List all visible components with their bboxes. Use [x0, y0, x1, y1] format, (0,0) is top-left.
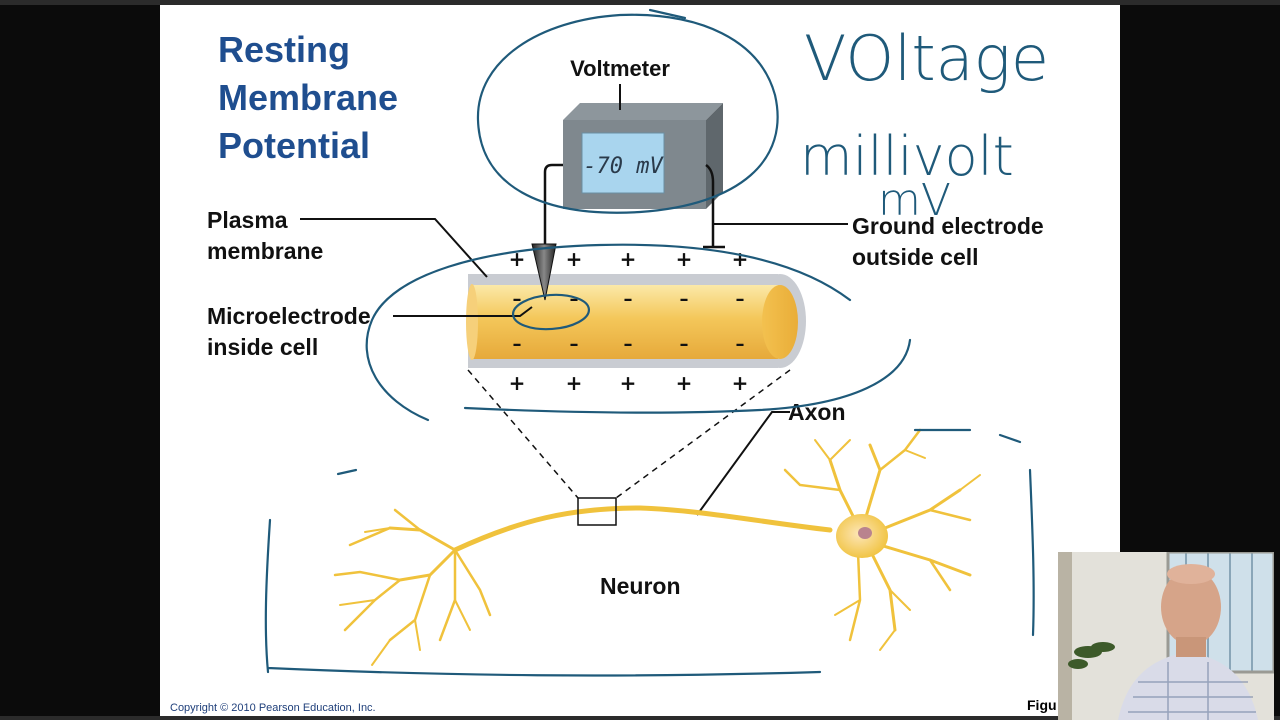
ink-dash	[338, 470, 356, 474]
ink-circle-electrode	[512, 292, 590, 331]
ink-loop-axon-top	[367, 245, 850, 420]
ink-bracket-neuron-left	[266, 520, 820, 675]
ink-circle-voltmeter	[478, 15, 778, 213]
presenter-webcam	[1058, 552, 1274, 720]
ink-word-mv: mV	[878, 175, 951, 226]
ink-word-voltage: VOltage	[804, 22, 1049, 95]
ink-loop-axon-bottom	[465, 340, 910, 413]
ink-bracket-neuron-right	[915, 430, 1034, 635]
presenter-video-frame	[1058, 552, 1274, 720]
